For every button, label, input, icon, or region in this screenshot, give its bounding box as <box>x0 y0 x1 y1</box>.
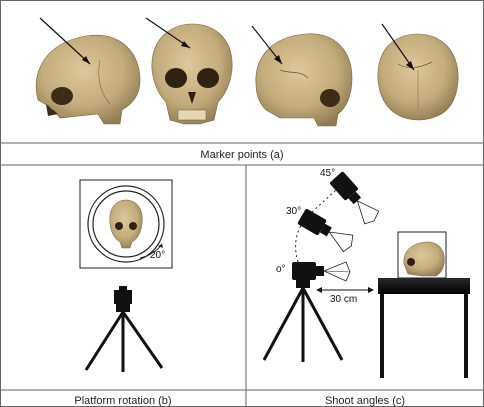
tripod-b <box>86 286 162 372</box>
distance-label: 30 cm <box>330 294 357 305</box>
caption-platform-rotation: Platform rotation (b) <box>0 395 246 407</box>
camera-45deg <box>329 171 382 227</box>
distance-arrow-right-head <box>368 287 374 293</box>
caption-marker-points: Marker points (a) <box>0 149 484 161</box>
distance-arrow-left-head <box>316 287 322 293</box>
angle-label-45: 45° <box>320 168 335 179</box>
display-table <box>378 278 470 378</box>
skull-lateral-right <box>256 34 352 126</box>
tripod-c <box>264 280 342 362</box>
rotation-label: 20° <box>150 250 165 261</box>
skull-posterior <box>378 34 458 120</box>
angle-label-0: o° <box>276 264 286 275</box>
skull-lateral-left <box>36 35 140 124</box>
skull-frontal <box>152 24 232 124</box>
angle-label-30: 30° <box>286 206 301 217</box>
caption-shoot-angles: Shoot angles (c) <box>246 395 484 407</box>
camera-30deg <box>297 208 357 253</box>
camera-0deg <box>292 262 350 281</box>
